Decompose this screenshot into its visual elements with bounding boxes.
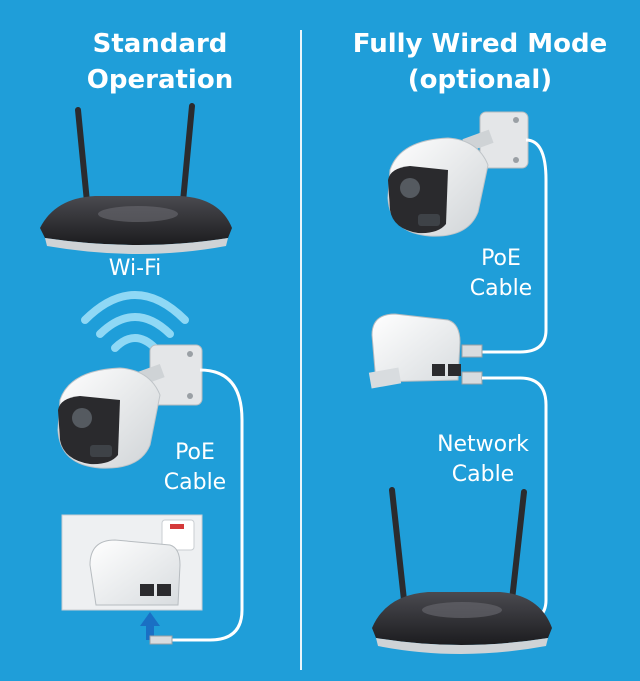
poe-label-right-line1: PoE xyxy=(481,246,521,271)
poe-cable-left xyxy=(165,368,244,642)
right-panel-title: Fully Wired Mode (optional) xyxy=(330,26,630,98)
ethernet-plug-right-bottom xyxy=(461,371,483,385)
poe-injector-left xyxy=(89,539,181,606)
title-optional: (optional) xyxy=(407,65,553,95)
router-right-antenna-1 xyxy=(389,487,407,603)
router-right-base xyxy=(376,638,548,654)
router-right-antenna-2 xyxy=(509,489,527,603)
camera-right xyxy=(387,111,529,237)
ethernet-plug-left xyxy=(149,635,173,645)
wifi-signal-icon xyxy=(81,291,189,352)
title-fully-wired: Fully Wired Mode xyxy=(352,29,608,59)
network-cable-label: Network Cable xyxy=(428,430,538,490)
router-left-antenna-2 xyxy=(179,103,195,215)
ethernet-plug-right-top xyxy=(461,344,483,358)
router-left-antenna-1 xyxy=(75,107,91,215)
router-right-body xyxy=(372,592,552,645)
poe-cable-label-right: PoE Cable xyxy=(456,244,546,304)
camera-right-lens-icon xyxy=(400,178,420,198)
network-label-line2: Cable xyxy=(451,462,515,487)
panel-divider xyxy=(300,30,302,670)
poe-label-left-line1: PoE xyxy=(175,440,215,465)
poe-label-right-line2: Cable xyxy=(469,276,533,301)
camera-left xyxy=(57,344,203,469)
network-label-line1: Network xyxy=(437,432,529,457)
poe-cable-label-left: PoE Cable xyxy=(150,438,240,498)
poe-cable-right xyxy=(468,138,548,354)
router-left-base xyxy=(45,238,228,254)
arrow-up-icon xyxy=(140,612,160,640)
wifi-label: Wi-Fi xyxy=(108,256,162,281)
title-operation: Operation xyxy=(86,65,234,95)
left-panel-title: Standard Operation xyxy=(10,26,310,98)
router-right xyxy=(372,487,552,654)
poe-label-left-line2: Cable xyxy=(163,470,227,495)
title-standard: Standard xyxy=(92,29,228,59)
poe-injector-right xyxy=(368,313,483,389)
router-left xyxy=(40,103,232,254)
camera-left-lens-icon xyxy=(72,408,92,428)
